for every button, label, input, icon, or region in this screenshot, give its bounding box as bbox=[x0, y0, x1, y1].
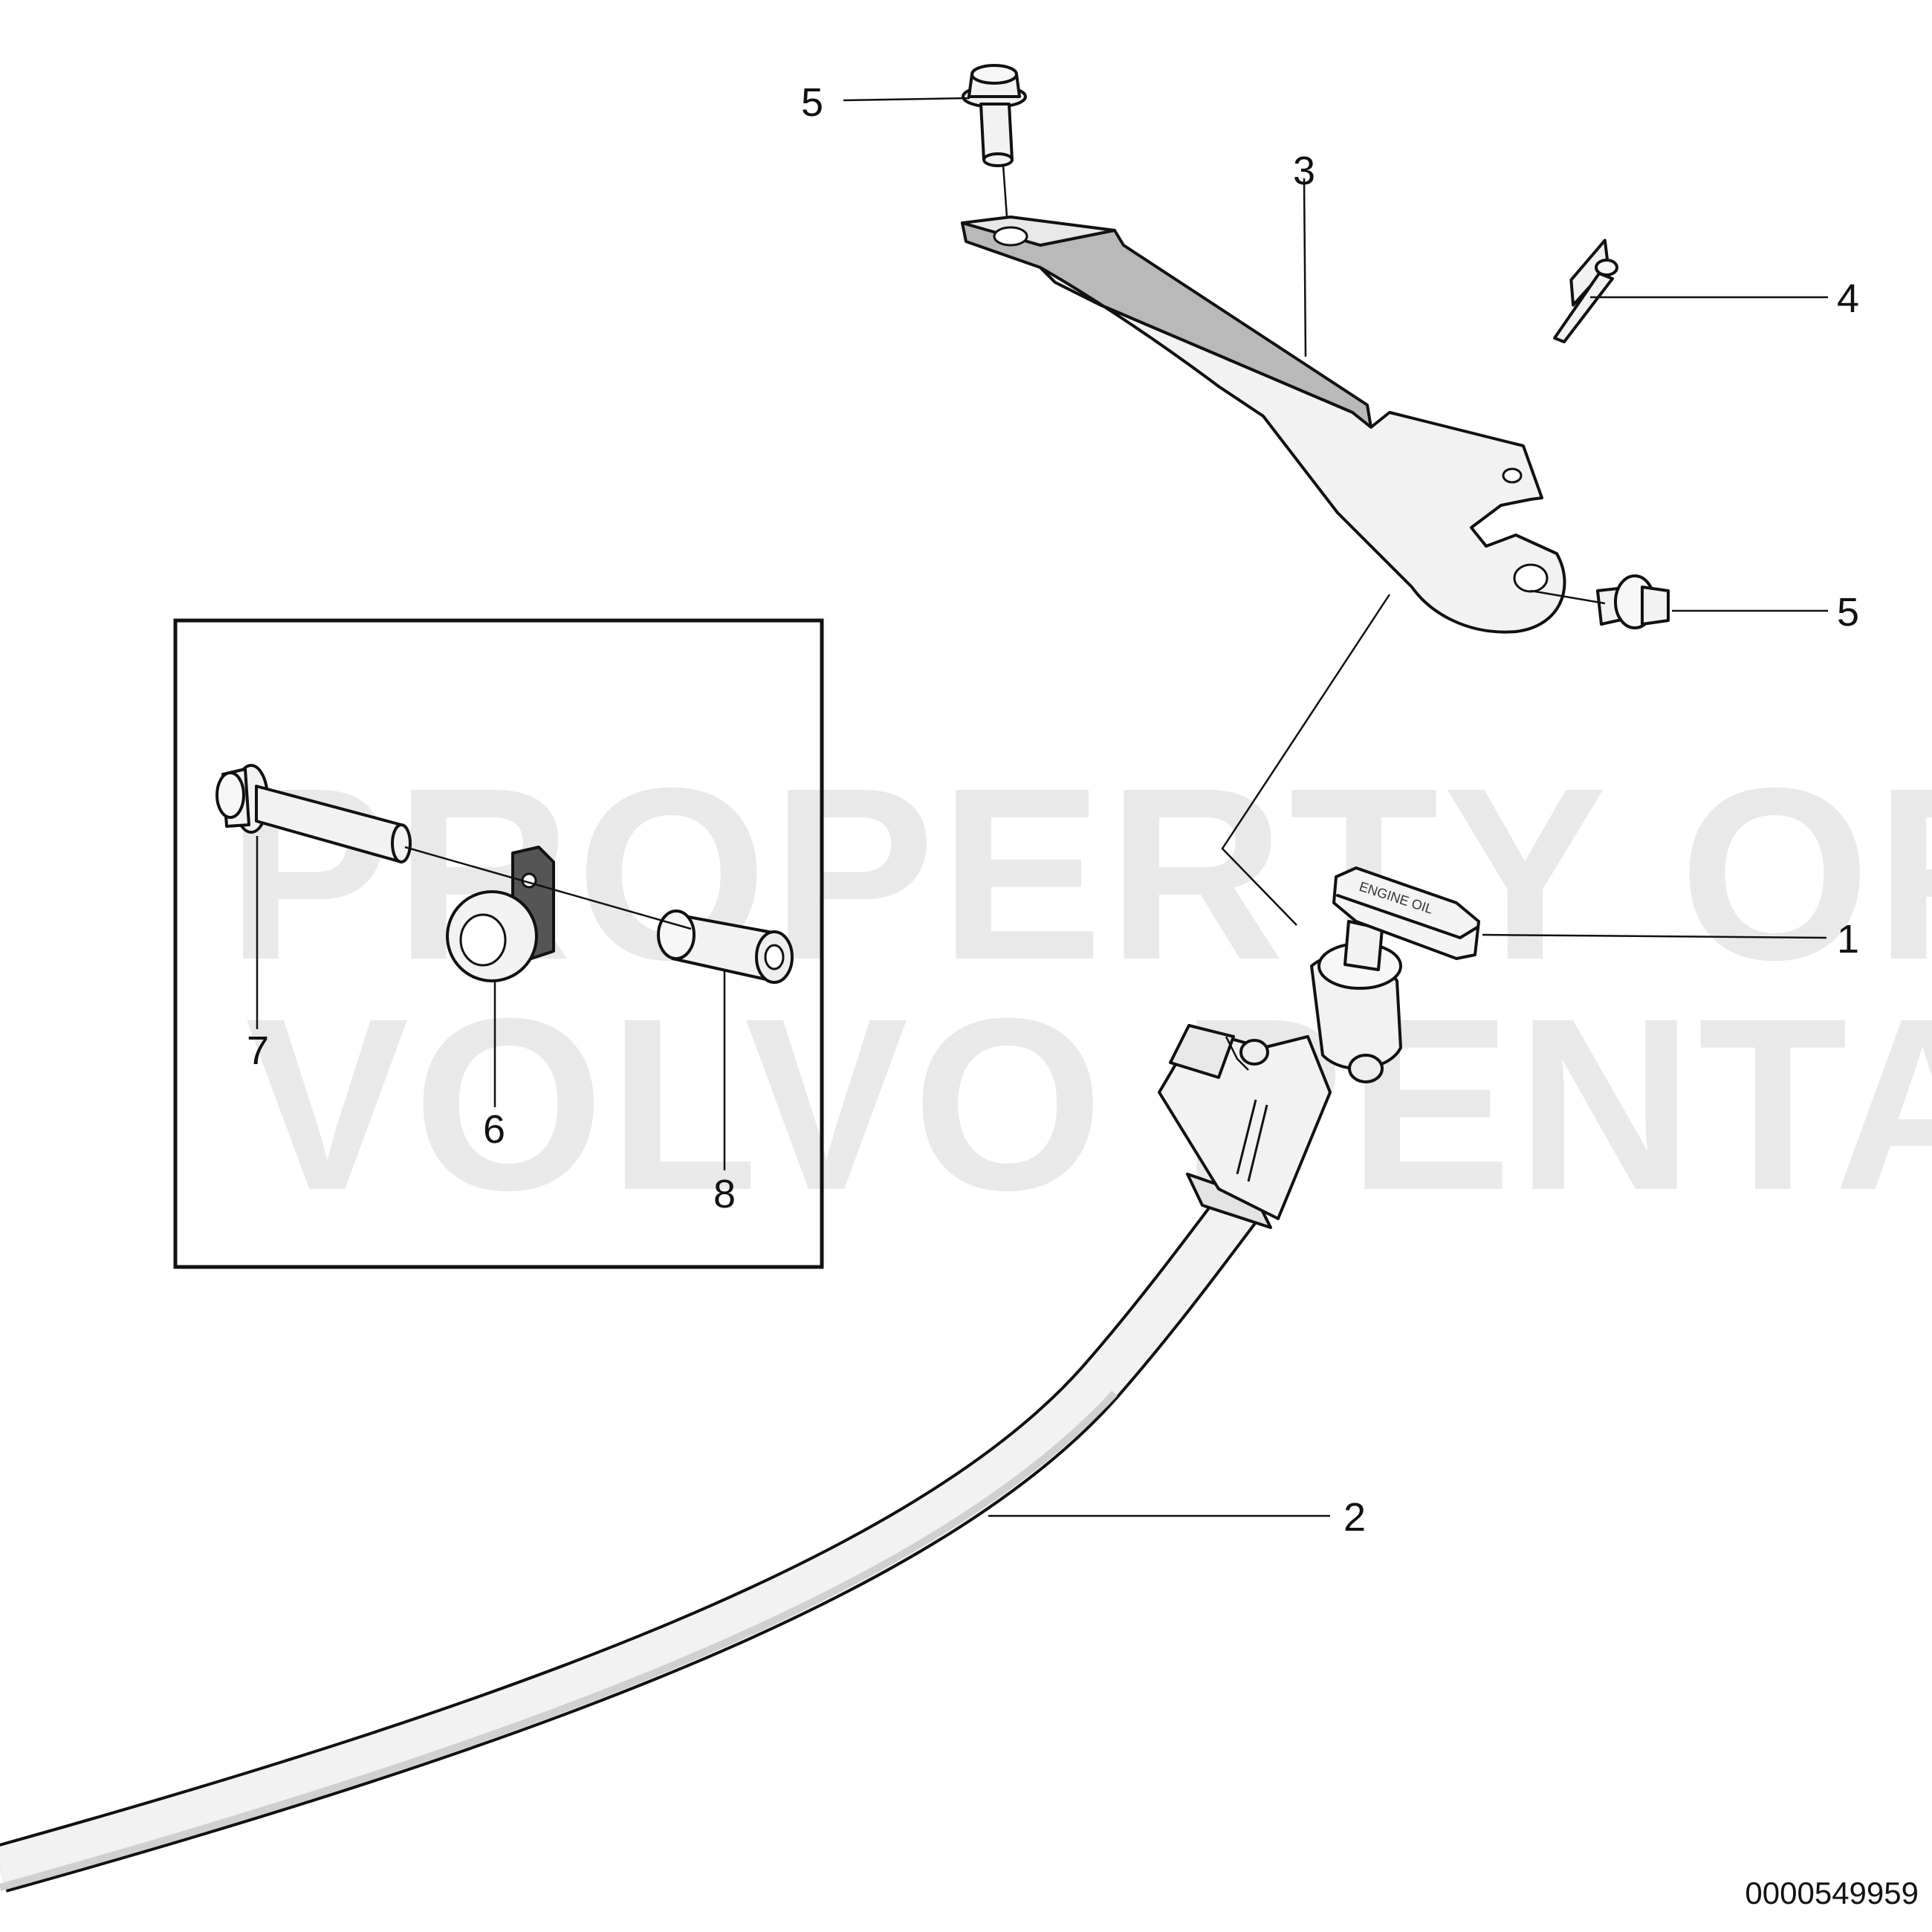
dipstick-tube bbox=[0, 1189, 1261, 1893]
watermark: PROPERTY OF VOLVO PENTA bbox=[227, 736, 1932, 1241]
leader-lines bbox=[256, 97, 1828, 1517]
callout-3: 3 bbox=[1293, 149, 1315, 193]
callout-1: 1 bbox=[1837, 917, 1859, 962]
callout-7: 7 bbox=[247, 1028, 269, 1073]
callout-4: 4 bbox=[1837, 276, 1859, 321]
callouts: 5 3 4 5 1 2 7 6 8 bbox=[247, 80, 1859, 1540]
watermark-line-2: VOLVO PENTA bbox=[245, 967, 1932, 1241]
detail-inset bbox=[173, 618, 824, 1269]
pin bbox=[1553, 239, 1618, 343]
document-number: 0000549959 bbox=[1745, 1876, 1919, 1910]
dipstick-handle-assembly: ENGINE OIL bbox=[1158, 866, 1480, 1229]
inset-clip bbox=[446, 846, 555, 982]
bolt-right bbox=[1596, 574, 1670, 629]
callout-6: 6 bbox=[483, 1107, 505, 1152]
bolt-top bbox=[962, 64, 1027, 167]
inset-bolt bbox=[215, 764, 412, 863]
callout-5-top: 5 bbox=[801, 80, 823, 125]
callout-5-right: 5 bbox=[1837, 590, 1859, 635]
bracket bbox=[961, 215, 1566, 634]
callout-8: 8 bbox=[713, 1172, 736, 1216]
callout-2: 2 bbox=[1343, 1495, 1366, 1540]
